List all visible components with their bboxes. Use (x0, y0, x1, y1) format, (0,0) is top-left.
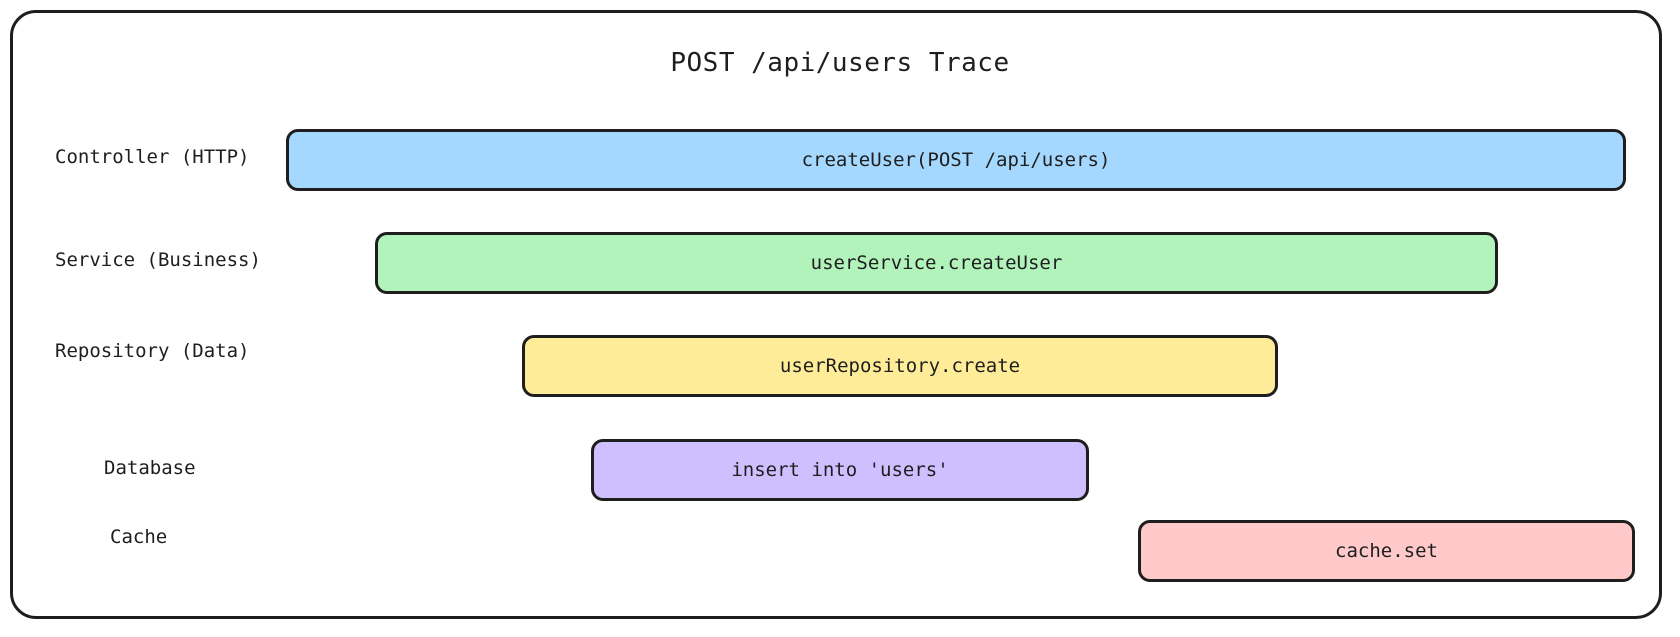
span-repository-create: userRepository.create (522, 335, 1278, 397)
diagram-frame (10, 10, 1662, 619)
span-label: cache.set (1335, 540, 1438, 562)
span-cache-set: cache.set (1138, 520, 1635, 582)
lane-label-service: Service (Business) (55, 249, 261, 271)
span-database-insert: insert into 'users' (591, 439, 1089, 501)
lane-label-repository: Repository (Data) (55, 340, 250, 362)
diagram-title: POST /api/users Trace (670, 48, 1010, 78)
span-label: userRepository.create (779, 355, 1021, 377)
lane-label-database: Database (104, 457, 196, 479)
lane-label-controller: Controller (HTTP) (55, 146, 250, 168)
span-label: userService.createUser (810, 252, 1063, 274)
span-label: createUser(POST /api/users) (801, 149, 1111, 171)
span-service-create-user: userService.createUser (375, 232, 1498, 294)
lane-label-cache: Cache (110, 526, 168, 548)
span-label: insert into 'users' (731, 459, 949, 481)
span-controller-create-user: createUser(POST /api/users) (286, 129, 1626, 191)
